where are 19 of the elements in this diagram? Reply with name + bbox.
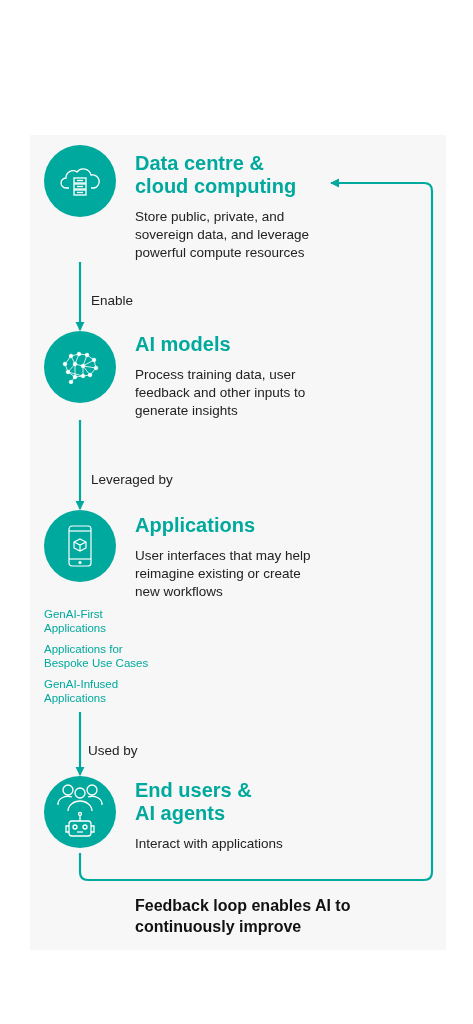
edge-label: Enable xyxy=(91,293,134,309)
arrow xyxy=(75,712,85,776)
stage-description: Interact with applications xyxy=(135,835,284,853)
edge-label: Used by xyxy=(88,743,138,759)
category-label: GenAI-Infused Applications xyxy=(44,677,120,705)
stage-description: User interfaces that may help reimagine existing or create new workflows xyxy=(135,547,312,601)
arrow xyxy=(78,178,434,882)
edge-label: Leveraged by xyxy=(91,472,173,488)
stage-description: Process training data, user feedback and other inputs to generate insights xyxy=(135,366,307,420)
arrow xyxy=(75,262,85,331)
category-label: Applications for Bespoke Use Cases xyxy=(44,642,150,670)
stage-heading: Applications xyxy=(135,514,256,537)
category-label: GenAI-First Applications xyxy=(44,607,107,635)
stage-heading: AI models xyxy=(135,333,232,356)
stage-heading: Data centre & cloud computing xyxy=(135,152,298,198)
stage-description: Store public, private, and sovereign data, and leverage powerful compute resources xyxy=(135,208,311,262)
arrow xyxy=(75,420,85,510)
edge-label: Feedback loop enables AI to continuously improve xyxy=(135,896,352,937)
stage-heading: End users & AI agents xyxy=(135,779,253,825)
